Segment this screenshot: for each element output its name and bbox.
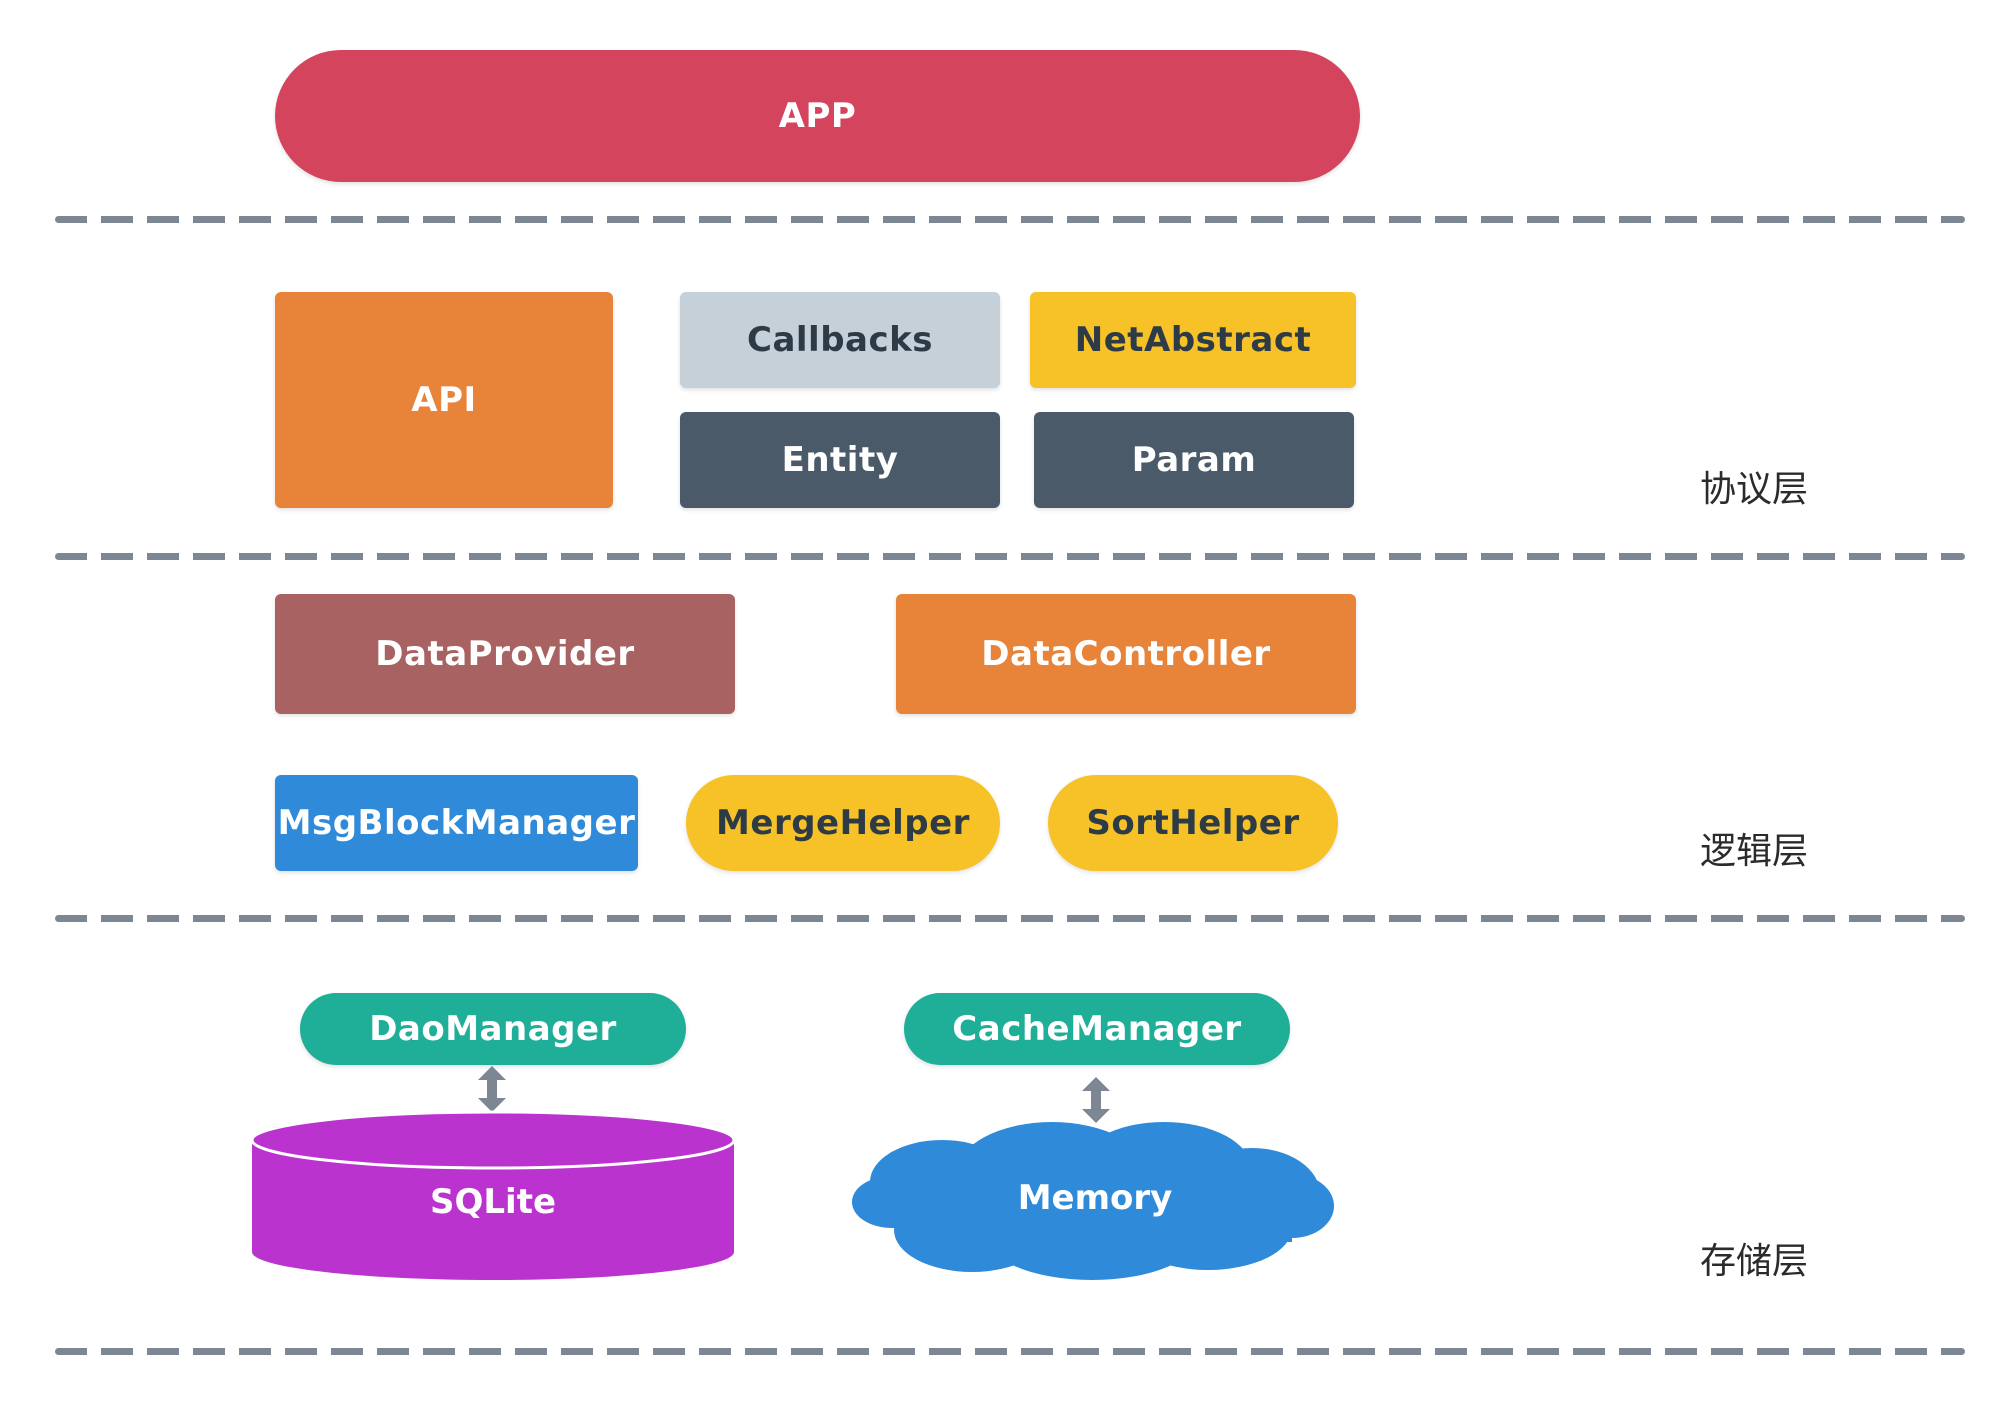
layer-divider-2 xyxy=(55,553,1965,560)
data-provider-label: DataProvider xyxy=(375,634,635,674)
merge-helper-node: MergeHelper xyxy=(686,775,1000,871)
data-controller-label: DataController xyxy=(981,634,1271,674)
param-label: Param xyxy=(1131,440,1257,480)
callbacks-label: Callbacks xyxy=(747,320,933,360)
protocol-layer-label: 协议层 xyxy=(1700,469,1809,510)
callbacks-node: Callbacks xyxy=(680,292,1000,388)
msg-block-manager-node: MsgBlockManager xyxy=(275,775,638,871)
data-controller-node: DataController xyxy=(896,594,1356,714)
sort-helper-label: SortHelper xyxy=(1086,803,1300,843)
sort-helper-node: SortHelper xyxy=(1048,775,1338,871)
app-node: APP xyxy=(275,50,1360,182)
dao-sqlite-arrow xyxy=(478,1066,506,1112)
param-node: Param xyxy=(1034,412,1354,508)
app-label: APP xyxy=(778,96,857,136)
msg-block-manager-label: MsgBlockManager xyxy=(277,803,636,843)
cache-manager-node: CacheManager xyxy=(904,993,1290,1065)
cache-manager-label: CacheManager xyxy=(952,1009,1242,1049)
api-node: API xyxy=(275,292,613,508)
merge-helper-label: MergeHelper xyxy=(716,803,970,843)
logic-layer-label: 逻辑层 xyxy=(1700,831,1809,872)
memory-label: Memory xyxy=(1017,1178,1173,1218)
memory-node: Memory xyxy=(852,1122,1338,1282)
cloud-icon xyxy=(852,1122,1334,1280)
dao-manager-node: DaoManager xyxy=(300,993,686,1065)
layer-divider-3 xyxy=(55,915,1965,922)
layer-divider-1 xyxy=(55,216,1965,223)
storage-layer-label: 存储层 xyxy=(1700,1241,1809,1282)
net-abstract-label: NetAbstract xyxy=(1074,320,1312,360)
entity-node: Entity xyxy=(680,412,1000,508)
sqlite-label: SQLite xyxy=(429,1182,557,1222)
cache-memory-arrow xyxy=(1082,1077,1110,1123)
api-label: API xyxy=(411,380,477,420)
database-cylinder-icon xyxy=(250,1110,736,1280)
layer-divider-4 xyxy=(55,1348,1965,1355)
sqlite-node: SQLite xyxy=(250,1110,736,1282)
data-provider-node: DataProvider xyxy=(275,594,735,714)
dao-manager-label: DaoManager xyxy=(369,1009,617,1049)
net-abstract-node: NetAbstract xyxy=(1030,292,1356,388)
entity-label: Entity xyxy=(781,440,899,480)
